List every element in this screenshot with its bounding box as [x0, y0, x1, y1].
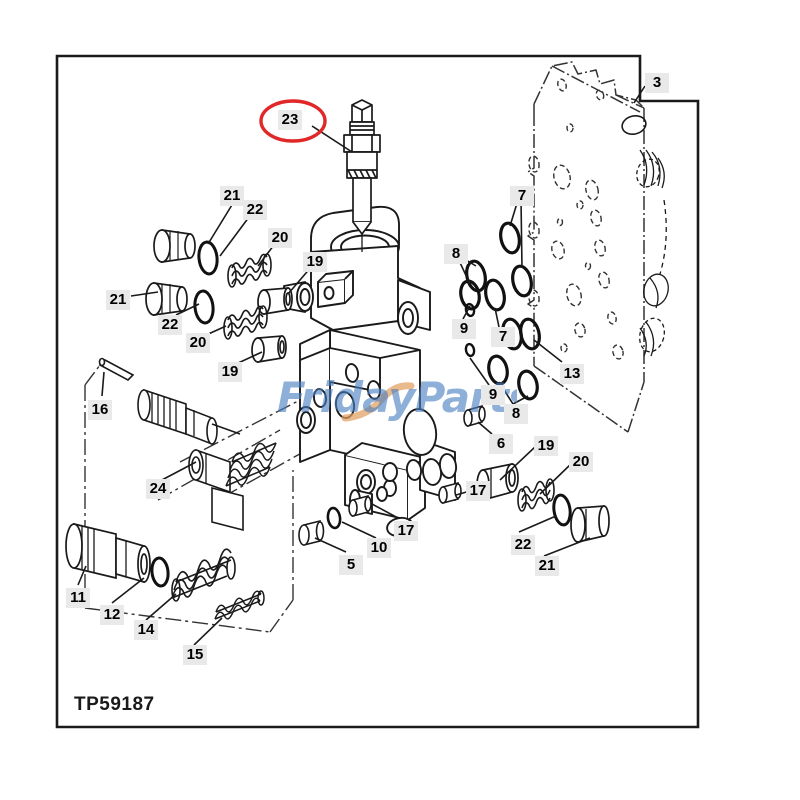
- callout-label-12[interactable]: 12: [100, 605, 124, 625]
- part-14-spring: [171, 548, 236, 602]
- assembly-phantom-lines: [84, 360, 331, 633]
- part-9-oring-b: [464, 342, 476, 358]
- leader-7a2: [520, 199, 523, 269]
- callout-label-22b[interactable]: 22: [158, 315, 182, 335]
- leader-10: [341, 521, 377, 539]
- callout-label-5[interactable]: 5: [339, 555, 363, 575]
- leader-14: [145, 593, 177, 621]
- callout-label-9a[interactable]: 9: [452, 319, 476, 339]
- callout-label-20b[interactable]: 20: [186, 333, 210, 353]
- part-21-plug-lower: [145, 282, 188, 316]
- callout-label-14[interactable]: 14: [134, 620, 158, 640]
- part-12-oring: [150, 556, 170, 588]
- part-7-oring-a: [499, 221, 521, 255]
- leader-24: [159, 461, 197, 482]
- callout-label-24[interactable]: 24: [146, 479, 170, 499]
- leader-6: [477, 421, 493, 435]
- oring-group-right: [459, 221, 541, 401]
- part-11-spool: [65, 522, 151, 584]
- part-21-plug-right: [570, 505, 610, 544]
- leader-21b: [130, 291, 159, 297]
- leader-lines: [77, 85, 646, 646]
- leader-3: [633, 85, 646, 104]
- callout-label-10[interactable]: 10: [367, 538, 391, 558]
- part-20-spring-upper: [227, 253, 272, 288]
- callout-label-7a[interactable]: 7: [510, 186, 534, 206]
- leader-15: [193, 617, 223, 646]
- part-7-oring-b: [511, 264, 533, 298]
- callout-label-15[interactable]: 15: [183, 645, 207, 665]
- callout-label-17a[interactable]: 17: [394, 521, 418, 541]
- callout-label-23[interactable]: 23: [278, 110, 302, 130]
- leader-21a: [207, 199, 236, 245]
- part-24-spool-assembly: [137, 388, 277, 494]
- part-17-plug-a: [348, 494, 372, 518]
- leader-17a: [371, 503, 399, 519]
- part-5-plug: [298, 519, 325, 547]
- leader-9a: [462, 305, 471, 320]
- part-8-oring-c: [487, 354, 509, 386]
- highlight-ellipse-23: [259, 99, 327, 143]
- shim-plate: [211, 486, 244, 532]
- callout-label-13[interactable]: 13: [560, 364, 584, 384]
- leader-16: [101, 371, 105, 397]
- part-20-spring-right: [517, 478, 555, 512]
- leader-21c: [543, 537, 591, 557]
- callout-label-9b[interactable]: 9: [481, 385, 505, 405]
- leader-12: [111, 577, 145, 604]
- valve-block-hatch: [636, 149, 669, 357]
- part-6-plug: [463, 404, 486, 428]
- part-8-oring-d: [517, 369, 539, 401]
- leader-22a: [219, 212, 253, 257]
- leader-20c: [539, 462, 573, 495]
- leader-19c: [499, 446, 536, 481]
- diagram-frame: [55, 54, 700, 729]
- callout-label-8a[interactable]: 8: [444, 244, 468, 264]
- leader-9b: [469, 357, 490, 386]
- callout-label-22a[interactable]: 22: [243, 200, 267, 220]
- callout-label-7b[interactable]: 7: [491, 327, 515, 347]
- part-13-oring: [519, 317, 541, 351]
- callout-label-19c[interactable]: 19: [534, 436, 558, 456]
- callout-label-6[interactable]: 6: [489, 434, 513, 454]
- part-19-bushing-lower: [251, 335, 287, 364]
- valve-block-relief-details: [621, 114, 647, 136]
- leader-22c: [518, 515, 557, 533]
- callout-label-16[interactable]: 16: [88, 400, 112, 420]
- leader-22b: [175, 303, 200, 316]
- callout-label-19b[interactable]: 19: [218, 362, 242, 382]
- part-7-oring-c: [484, 278, 506, 312]
- leader-11: [77, 565, 87, 586]
- leader-5: [314, 537, 347, 553]
- leader-13: [533, 339, 563, 363]
- callout-label-17b[interactable]: 17: [466, 481, 490, 501]
- part-20-spring-lower: [223, 305, 268, 340]
- callout-label-20c[interactable]: 20: [569, 452, 593, 472]
- callout-label-8b[interactable]: 8: [504, 404, 528, 424]
- part-22-oring-right: [552, 493, 572, 527]
- reference-valve-block: [527, 61, 645, 433]
- callout-label-19a[interactable]: 19: [303, 252, 327, 272]
- part-9-oring-a: [464, 302, 476, 318]
- leader-7b: [494, 307, 500, 328]
- leader-8b2: [512, 395, 529, 405]
- part-10-ring: [326, 506, 342, 530]
- callout-label-21c[interactable]: 21: [535, 556, 559, 576]
- callout-label-11[interactable]: 11: [66, 588, 90, 608]
- part-16-pin: [98, 357, 135, 381]
- part-22-oring-lower: [193, 289, 215, 325]
- part-number-text: TP59187: [74, 694, 155, 715]
- leader-23: [311, 125, 353, 153]
- valve-block-ports: [528, 78, 624, 360]
- callout-label-20a[interactable]: 20: [268, 228, 292, 248]
- callout-label-22c[interactable]: 22: [511, 535, 535, 555]
- callout-label-21a[interactable]: 21: [220, 186, 244, 206]
- part-19-bushing-upper: [257, 287, 293, 316]
- callout-label-3[interactable]: 3: [645, 73, 669, 93]
- part-21-plug-upper: [153, 229, 196, 263]
- callout-label-21b[interactable]: 21: [106, 290, 130, 310]
- part-15-spring: [214, 590, 265, 620]
- part-22-oring-upper: [197, 240, 219, 276]
